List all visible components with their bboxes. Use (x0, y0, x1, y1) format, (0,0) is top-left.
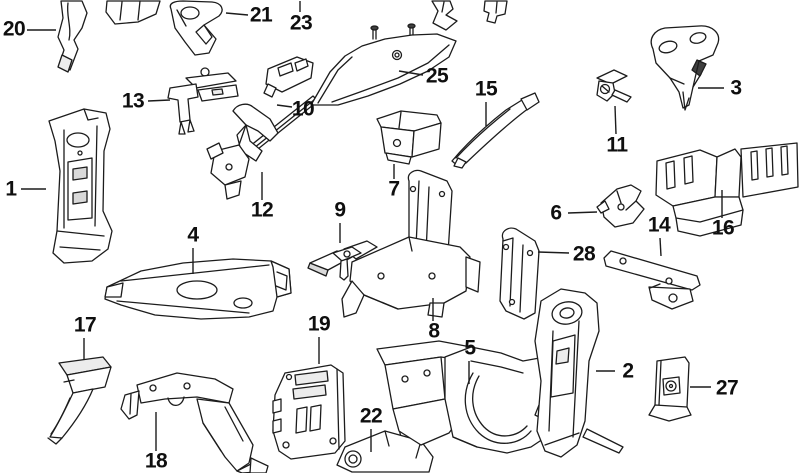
leader-line-14 (659, 237, 662, 257)
part-12-drawing (206, 103, 279, 200)
part-4-drawing (104, 258, 292, 320)
part-9-drawing (307, 240, 378, 281)
part-drawings (47, 0, 799, 473)
part-label-5: 5 (464, 336, 476, 360)
part-label-2: 2 (622, 359, 634, 383)
part-28-drawing (499, 227, 540, 320)
part-top-cutoff-a-drawing (105, 0, 161, 25)
part-label-7: 7 (388, 177, 400, 201)
part-label-1: 1 (5, 177, 17, 201)
part-label-18: 18 (144, 449, 168, 473)
leader-lines (21, 1, 724, 452)
part-label-16: 16 (711, 216, 735, 240)
part-label-28: 28 (572, 242, 596, 266)
part-label-27: 27 (715, 376, 739, 400)
leader-line-10 (276, 104, 293, 108)
part-7-drawing (376, 110, 442, 165)
leader-line-11 (614, 105, 617, 135)
part-label-25: 25 (425, 64, 449, 88)
part-14-drawing (603, 250, 701, 310)
leader-line-13 (147, 99, 171, 102)
part-top-cutoff-c-drawing (483, 0, 508, 24)
part-label-15: 15 (474, 77, 498, 101)
part-21-drawing (169, 0, 223, 56)
part-label-4: 4 (187, 223, 199, 247)
part-label-12: 12 (250, 198, 274, 222)
part-label-17: 17 (73, 313, 97, 337)
part-label-13: 13 (121, 89, 145, 113)
part-top-cutoff-b-drawing (431, 0, 458, 31)
part-label-8: 8 (428, 319, 440, 343)
part-label-11: 11 (606, 133, 628, 157)
part-3-drawing (650, 25, 720, 111)
part-label-20: 20 (2, 17, 26, 41)
part-25-drawing (310, 23, 457, 106)
part-1-drawing (48, 108, 113, 264)
leader-line-28 (537, 251, 570, 254)
part-15-drawing (451, 92, 540, 169)
part-label-19: 19 (307, 312, 331, 336)
part-18-drawing (120, 372, 269, 473)
part-6-drawing (596, 184, 645, 228)
part-label-14: 14 (647, 213, 671, 237)
part-19-drawing (272, 364, 346, 460)
part-16-drawing (655, 142, 799, 237)
leader-line-6 (567, 211, 598, 214)
leader-line-25 (398, 70, 424, 76)
leader-line-21 (225, 12, 249, 16)
part-label-23: 23 (289, 11, 313, 35)
part-label-10: 10 (291, 97, 315, 121)
part-10-drawing (263, 56, 314, 98)
part-label-6: 6 (550, 201, 562, 225)
part-17-drawing (47, 356, 112, 445)
part-label-21: 21 (249, 3, 273, 27)
part-20-drawing (57, 0, 88, 73)
part-label-22: 22 (359, 404, 383, 428)
part-27-drawing (648, 356, 692, 422)
part-label-9: 9 (334, 198, 346, 222)
part-13-drawing (167, 67, 239, 135)
part-11-drawing (596, 69, 632, 103)
part-label-3: 3 (730, 76, 742, 100)
part-2-drawing (534, 288, 624, 458)
part-8-drawing (341, 169, 481, 318)
